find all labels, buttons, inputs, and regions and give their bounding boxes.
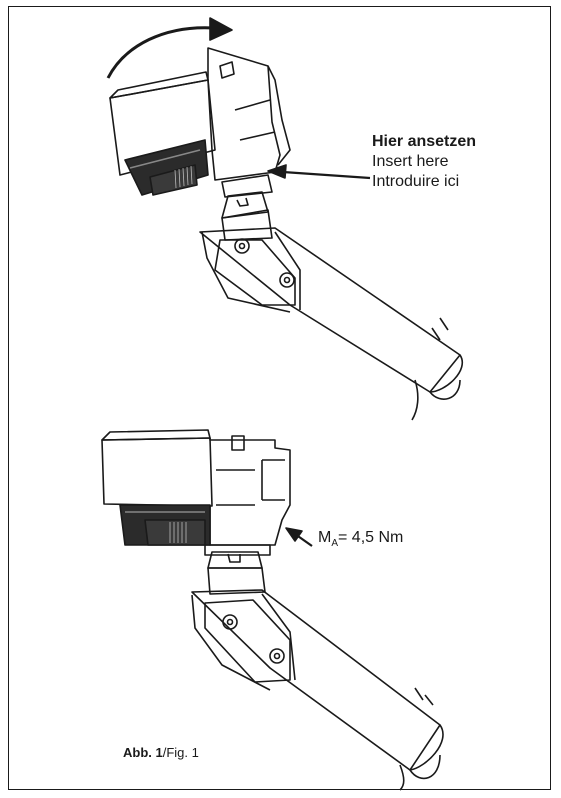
torque-symbol: M bbox=[318, 529, 332, 546]
callout-label-de: Hier ansetzen bbox=[372, 133, 477, 150]
top-device bbox=[109, 47, 463, 421]
callout-label-fr: Introduire ici bbox=[372, 173, 460, 190]
callout-label-en: Insert here bbox=[372, 153, 449, 170]
torque-label: MA= 4,5 Nm bbox=[318, 528, 403, 550]
torque-subscript: A bbox=[331, 538, 338, 549]
caption-bold: Abb. 1 bbox=[123, 745, 163, 760]
torque-arrow-icon bbox=[285, 527, 313, 547]
figure-frame bbox=[8, 6, 551, 790]
pointer-arrow-icon bbox=[267, 164, 371, 180]
rotate-arrow-icon bbox=[106, 17, 233, 79]
figure-caption: Abb. 1/Fig. 1 bbox=[123, 745, 199, 760]
bottom-device bbox=[101, 429, 444, 791]
caption-rest: /Fig. 1 bbox=[162, 745, 199, 760]
torque-value: = 4,5 Nm bbox=[338, 529, 404, 546]
